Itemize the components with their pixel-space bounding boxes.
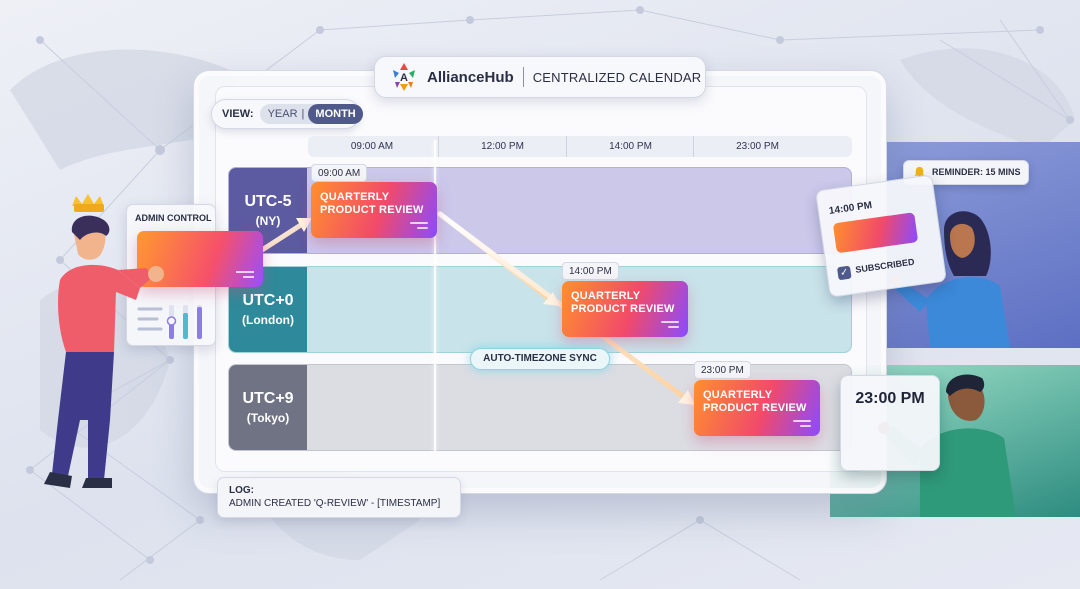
view-option-year[interactable]: YEAR [267, 108, 298, 120]
local-time-display: 23:00 PM [840, 375, 940, 471]
checkbox-checked-icon[interactable]: ✓ [836, 265, 852, 281]
subscribed-event-card[interactable]: 14:00 PM ✓ SUBSCRIBED [815, 174, 947, 298]
view-toggle: VIEW: YEAR | MONTH [211, 99, 363, 129]
admin-draft-event-card[interactable] [137, 231, 263, 287]
event-time-tag: 14:00 PM [562, 262, 619, 280]
time-column-header: 23:00 PM [693, 136, 821, 157]
drag-handle-icon[interactable] [661, 318, 679, 328]
timeline-header: 09:00 AM 12:00 PM 14:00 PM 23:00 PM [308, 136, 852, 157]
drag-handle-icon[interactable] [793, 417, 811, 427]
timezone-row-london: UTC+0 (London) [228, 266, 852, 353]
time-column-header: 14:00 PM [566, 136, 694, 157]
event-title-line2: PRODUCT REVIEW [320, 204, 424, 216]
timezone-city: (Tokyo) [246, 411, 290, 425]
event-title-line2: PRODUCT REVIEW [571, 303, 675, 315]
view-label: VIEW: [222, 108, 254, 120]
event-title-line2: PRODUCT REVIEW [703, 402, 807, 414]
view-option-month[interactable]: MONTH [308, 104, 363, 124]
timezone-code: UTC+0 [242, 292, 294, 309]
event-card-london[interactable]: QUARTERLY PRODUCT REVIEW [562, 281, 688, 337]
svg-text:A: A [400, 72, 408, 84]
event-time-tag: 23:00 PM [694, 361, 751, 379]
page-title: CENTRALIZED CALENDAR [532, 69, 702, 85]
log-entry: ADMIN CREATED 'Q-REVIEW' - [TIMESTAMP] [229, 498, 441, 509]
brand-name: AllianceHub [427, 68, 514, 86]
log-title: LOG: [229, 485, 254, 496]
time-column-header: 09:00 AM [350, 141, 394, 152]
reminder-label: REMINDER: 15 MINS [932, 167, 1021, 177]
header-divider [522, 67, 524, 87]
timezone-code: UTC+9 [242, 390, 294, 407]
timezone-label: UTC+9 (Tokyo) [229, 365, 307, 450]
admin-control-label: ADMIN CONTROL [135, 213, 212, 223]
current-time-indicator [434, 140, 436, 452]
time-column-header: 12:00 PM [438, 136, 566, 157]
app-header: A AllianceHub CENTRALIZED CALENDAR [374, 56, 706, 98]
auto-timezone-sync-badge: AUTO-TIMEZONE SYNC [470, 348, 610, 370]
event-card-tokyo[interactable]: QUARTERLY PRODUCT REVIEW [694, 380, 820, 436]
drag-handle-icon[interactable] [236, 268, 254, 278]
activity-log: LOG: ADMIN CREATED 'Q-REVIEW' - [TIMESTA… [217, 477, 461, 518]
slider-controls-icon[interactable] [135, 301, 211, 341]
alliancehub-logo-icon: A [393, 63, 415, 91]
event-title-line1: QUARTERLY [571, 290, 641, 302]
event-title-line1: QUARTERLY [703, 389, 773, 401]
subscribed-event-bar [832, 212, 919, 254]
subscribed-event-time: 14:00 PM [828, 200, 873, 217]
view-segmented-control: YEAR | MONTH [259, 104, 363, 124]
event-card-ny[interactable]: QUARTERLY PRODUCT REVIEW [311, 182, 437, 238]
subscribed-status: SUBSCRIBED [854, 256, 916, 275]
event-title-line1: QUARTERLY [320, 191, 390, 203]
event-time-tag: 09:00 AM [311, 164, 368, 182]
reminder-badge[interactable]: REMINDER: 15 MINS [903, 160, 1029, 185]
timezone-city: (NY) [255, 214, 281, 228]
view-option-divider: | [301, 108, 305, 120]
drag-handle-icon[interactable] [410, 219, 428, 229]
timezone-code: UTC-5 [244, 193, 292, 210]
timezone-city: (London) [242, 313, 294, 327]
